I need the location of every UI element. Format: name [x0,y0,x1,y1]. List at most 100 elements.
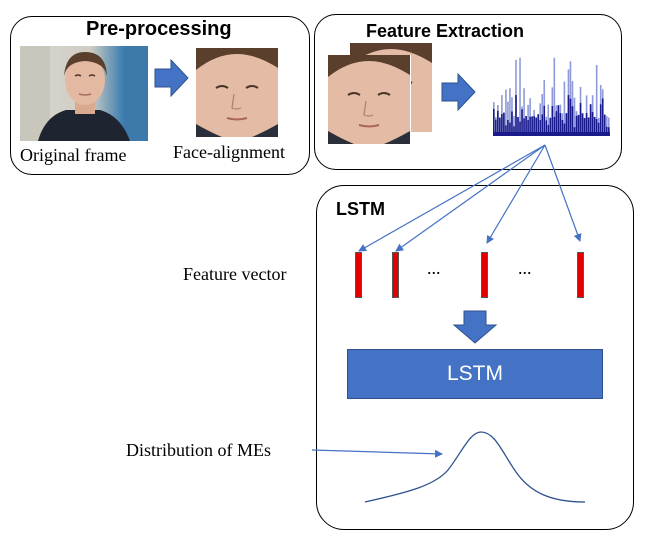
arrow-to-bar-2 [395,144,546,252]
histogram-bar-dark [595,119,598,136]
histogram-bar-dark [601,98,604,136]
histogram-bar-light [505,89,507,136]
histogram-bar-dark [513,126,515,136]
histogram-baseline [493,132,610,136]
histogram-bar-dark [547,124,550,136]
histogram-bar-dark [523,118,525,136]
histogram-bar-dark [575,115,578,136]
histogram-bar-dark [549,117,552,136]
histogram-bar-dark [563,123,566,136]
preprocessing-title: Pre-processing [86,18,232,40]
original-frame-drawing [20,46,148,141]
histogram-bar-dark [543,105,546,136]
histogram-bar-dark [507,120,509,136]
histogram-bar-dark [597,122,600,136]
histogram-bar-dark [583,118,586,136]
histogram-bar-dark [517,117,519,136]
histogram-bar-dark [551,106,554,136]
histogram-bar-dark [521,109,523,136]
feature-histogram-svg [493,57,610,136]
feature-extraction-title: Feature Extraction [366,21,525,41]
original-frame-label: Original frame [20,145,127,165]
histogram-bar-dark [501,114,503,136]
histogram-bar-dark [533,116,535,136]
histogram-bar-light [569,61,572,136]
histogram-bar-dark [541,114,544,136]
histogram-bar-dark [599,104,602,136]
histogram-bar-dark [499,117,501,136]
ellipsis-1: ... [427,258,441,278]
histogram-bar-dark [497,110,499,136]
face-aligned-drawing [196,48,278,137]
histogram-bar-dark [569,98,572,136]
histogram-bar-dark [519,121,521,136]
histogram-bar-dark [553,116,556,136]
histogram-bar-dark [573,127,576,136]
histogram-bar-dark [527,120,529,136]
histogram-bar-dark [589,104,592,136]
histogram-bar-dark [545,120,548,136]
arrow-to-bar-3 [486,144,546,244]
histogram-bar-light [607,117,610,136]
histogram-bar-dark [539,119,542,136]
arrow-to-bar-4 [544,144,582,242]
histogram-bar-light [547,104,550,136]
histogram-bar-dark [535,117,537,136]
histogram-bar-light [595,64,598,136]
stacked-face-front-image [328,55,411,144]
histogram-bar-dark [605,126,608,136]
feature-vector-bar-1 [355,252,362,298]
lstm-block-label: LSTM [446,362,503,385]
face-alignment-label: Face-alignment [173,142,285,162]
histogram-bar-dark [577,114,580,136]
feature-vector-bar-4 [577,252,584,298]
histogram-bar-light [553,57,556,136]
distribution-curve [364,431,586,503]
histogram-bar-dark [571,106,574,136]
histogram-bar-dark [567,95,570,136]
histogram-bar-dark [561,119,564,136]
feature-to-vector-arrows [358,144,582,252]
histogram-bar-dark [515,95,517,136]
histogram-bar-dark [505,125,507,136]
feature-vector-label: Feature vector [183,264,287,284]
histogram-bar-light [523,88,525,136]
lstm-block: LSTM [347,349,603,399]
histogram-bar-light [573,97,576,136]
histogram-bar-dark [579,102,582,136]
histogram-bar-dark [565,113,568,136]
feature-vector-bar-3 [481,252,488,298]
histogram-bar-dark [581,113,584,136]
histogram-bar-dark [559,113,562,136]
histogram-bar-dark [503,112,505,136]
ellipsis-2: ... [518,258,532,278]
histogram-bar-dark [555,111,558,136]
histogram-bar-dark [537,114,539,136]
histogram-bar-dark [525,116,527,136]
histogram-bar-light [519,57,521,136]
histogram-bar-dark [593,116,596,136]
histogram-bar-light [507,101,509,136]
histogram-bar-light [513,115,515,136]
histogram-bar-light [563,81,566,136]
histogram-bar-dark [493,108,495,136]
histogram-bar-dark [531,116,533,136]
feature-histogram [493,50,610,136]
feature-vector-bar-2 [392,252,399,298]
histogram-bar-dark [587,117,590,136]
histogram-bar-dark [607,127,610,136]
histogram-bar-light [605,116,608,136]
histogram-bar-light [539,103,542,136]
histogram-bar-dark [557,105,560,136]
histogram-bar-dark [585,113,588,136]
lstm-panel-title: LSTM [336,199,385,219]
distribution-label: Distribution of MEs [126,440,272,460]
histogram-bar-light [509,88,511,136]
histogram-bar-dark [511,111,513,136]
histogram-bar-dark [509,122,511,136]
histogram-bar-dark [495,119,497,136]
histogram-bar-dark [603,114,606,136]
histogram-bar-dark [591,112,594,136]
arrow-to-bar-1 [358,144,546,252]
